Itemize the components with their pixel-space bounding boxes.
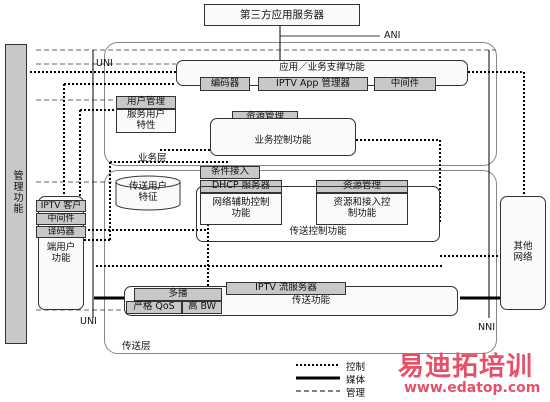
- management-label: 管理功能: [11, 170, 22, 214]
- user-mgmt-title-box: 用户管理: [116, 96, 176, 109]
- legend-media: 媒体: [346, 375, 366, 386]
- user-mgmt-body-box: 服务用户特性: [116, 109, 176, 133]
- iptv-client-label: IPTV 客户: [40, 200, 82, 211]
- resource-mgmt-top-label: 资源管理: [245, 111, 284, 123]
- third-party-server-label: 第三方应用服务器: [240, 8, 324, 21]
- transport-control-label: 传送控制功能: [289, 226, 347, 238]
- nni-label: NNI: [478, 322, 496, 333]
- service-control-box: 业务控制功能: [210, 118, 356, 156]
- iptv-stream-label: IPTV 流服务器: [255, 282, 317, 294]
- net-assist-label: 网络辅助控制功能: [212, 197, 270, 219]
- other-network-label: 其他网络: [513, 241, 533, 263]
- transport-layer-label: 传送层: [122, 341, 151, 352]
- strict-qos-label: 严格 QoS: [133, 301, 175, 313]
- resource-access-box: 资源和接入控制功能: [316, 193, 408, 225]
- enduser-func-label: 端用户功能: [46, 242, 76, 264]
- high-bw-box: 高 BW: [182, 301, 222, 314]
- user-mgmt-title: 用户管理: [126, 96, 165, 108]
- legend-management: 管理: [346, 388, 366, 399]
- multicast-box: 多播: [134, 288, 222, 301]
- watermark-title: 易迪拓培训: [398, 352, 534, 382]
- transport-layer-region: [104, 170, 497, 354]
- app-manager-box: IPTV App 管理器: [258, 77, 368, 91]
- iptv-stream-box: IPTV 流服务器: [226, 282, 346, 295]
- strict-qos-box: 严格 QoS: [126, 301, 182, 314]
- cond-access-label: 条件接入: [210, 166, 249, 178]
- app-middleware-box: 中间件: [374, 77, 436, 91]
- app-middleware-label: 中间件: [390, 77, 420, 89]
- net-assist-box: 网络辅助控制功能: [200, 193, 282, 225]
- uni-label-top: UNI: [96, 58, 113, 69]
- app-support-title: 应用／业务支撑功能: [279, 62, 365, 73]
- resource-access-label: 资源和接入控制功能: [333, 197, 391, 219]
- high-bw-label: 高 BW: [187, 301, 217, 313]
- management-bar: [5, 44, 27, 344]
- ani-label: ANI: [384, 30, 401, 41]
- service-layer-region: [104, 42, 497, 166]
- encoder-box: 编码器: [200, 77, 250, 91]
- encoder-label: 编码器: [210, 77, 240, 89]
- cond-access-box: 条件接入: [200, 166, 260, 179]
- app-manager-label: IPTV App 管理器: [276, 77, 350, 89]
- other-network-box: 其他网络: [500, 196, 546, 310]
- decoder-box: 译码器: [36, 226, 86, 238]
- dhcp-label: DHCP 服务器: [211, 180, 271, 192]
- uni-label-bottom: UNI: [80, 316, 97, 327]
- user-db-label: 传送用户特征: [128, 181, 167, 204]
- multicast-label: 多播: [168, 288, 188, 300]
- service-control-label: 业务控制功能: [254, 134, 312, 146]
- enduser-middleware-label: 中间件: [47, 213, 75, 224]
- user-mgmt-body: 服务用户特性: [126, 109, 165, 131]
- enduser-middleware-box: 中间件: [36, 213, 86, 225]
- transport-func-label: 传送功能: [291, 294, 330, 306]
- decoder-label: 译码器: [47, 226, 75, 237]
- service-layer-label: 业务层: [138, 153, 167, 164]
- resource-mgmt2-label: 资源管理: [342, 180, 381, 192]
- third-party-server-box: 第三方应用服务器: [204, 4, 360, 26]
- transport-control-box: 传送控制功能: [196, 186, 440, 242]
- watermark-url: www.edatop.com: [404, 380, 541, 396]
- legend-control: 控制: [346, 362, 366, 373]
- iptv-client-box: IPTV 客户: [36, 200, 86, 212]
